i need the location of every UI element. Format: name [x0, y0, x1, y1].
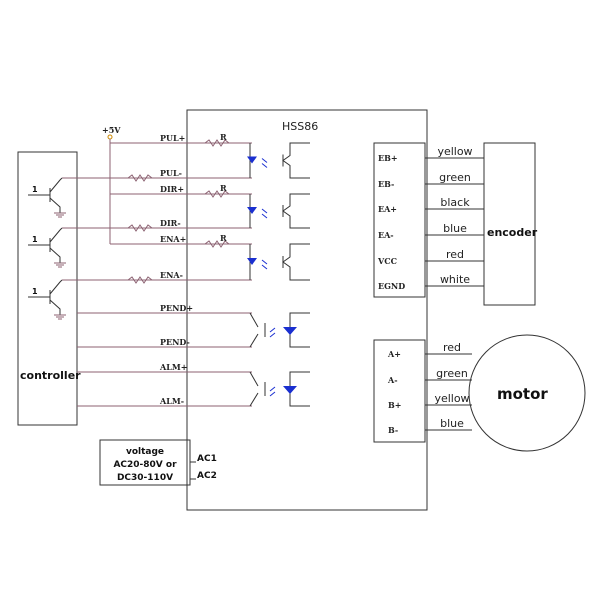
led-icon [283, 386, 297, 394]
encoder-pin-label: EA+ [378, 204, 397, 214]
supply-terminal [107, 134, 113, 140]
motor-wire-color: yellow [434, 392, 469, 405]
driver-title: HSS86 [282, 120, 318, 133]
signal-lines: PUL+ R PUL- DIR+ R DIR- ENA+ R ENA- PEND+ PEND- ALM… [62, 132, 252, 407]
terminal-ac2: AC2 [197, 471, 217, 481]
phototransistor-icon [282, 193, 310, 229]
motor-pin-label: B+ [388, 400, 401, 410]
motor-wire-color: red [443, 341, 461, 354]
motor-terminal-block [373, 339, 426, 443]
optocouplers [247, 142, 310, 407]
resistor-icon [127, 276, 153, 284]
encoder-wire-color: green [439, 171, 471, 184]
input-mark: 1 [32, 235, 38, 244]
resistor-icon [204, 139, 230, 147]
phototransistor-icon [249, 312, 266, 348]
encoder-wire-color: yellow [437, 145, 472, 158]
led-icon [247, 207, 257, 214]
signal-label: DIR- [160, 218, 181, 228]
motor-label: motor [497, 385, 548, 403]
signal-label: PEND- [160, 337, 190, 347]
resistor-label: R [220, 132, 227, 142]
encoder-terminal-block [373, 142, 426, 298]
ground-icon [54, 212, 66, 218]
motor-pin-label: A- [387, 375, 398, 385]
signal-label: PUL+ [160, 133, 185, 143]
motor-wire-color: green [436, 367, 468, 380]
input-mark: 1 [32, 185, 38, 194]
encoder-wire-color: white [440, 273, 470, 286]
phototransistor-icon [282, 142, 310, 179]
driver-box [186, 109, 428, 511]
signal-label: ALM- [159, 396, 184, 406]
phototransistor-icon [282, 243, 310, 281]
motor-circle [468, 334, 586, 452]
encoder-label: encoder [487, 226, 538, 239]
signal-label: PUL- [160, 168, 182, 178]
resistor-icon [127, 174, 153, 182]
ground-icon [54, 314, 66, 320]
signal-label: DIR+ [160, 184, 184, 194]
encoder-wire-color: red [446, 248, 464, 261]
controller-label: controller [20, 369, 81, 382]
controller-transistors: 1 1 1 [28, 177, 66, 320]
encoder-box [483, 142, 536, 306]
motor-pin-label: B- [388, 425, 398, 435]
resistor-label: R [220, 233, 227, 243]
resistor-label: R [220, 183, 227, 193]
encoder-wire-color: blue [443, 222, 467, 235]
encoder-wire-color: black [440, 196, 470, 209]
terminal-ac1: AC1 [197, 454, 217, 464]
phototransistor-icon [249, 371, 266, 407]
motor-pin-label: A+ [387, 349, 401, 359]
signal-label: ALM+ [159, 362, 187, 372]
encoder-pin-label: EA- [378, 230, 394, 240]
encoder-pin-label: EB- [378, 179, 394, 189]
motor-wire-color: blue [440, 417, 464, 430]
supply-label: +5V [102, 125, 121, 135]
resistor-icon [204, 240, 230, 248]
ground-icon [54, 262, 66, 268]
encoder-pin-label: EGND [378, 281, 405, 291]
signal-label: PEND+ [160, 303, 193, 313]
resistor-icon [127, 224, 153, 232]
led-icon [247, 156, 257, 164]
resistor-icon [204, 190, 230, 198]
power-line-2: AC20-80V or [113, 460, 177, 470]
input-mark: 1 [32, 287, 38, 296]
signal-label: ENA- [160, 270, 183, 280]
power-line-3: DC30-110V [117, 473, 173, 483]
led-icon [283, 327, 297, 335]
signal-label: ENA+ [160, 234, 186, 244]
controller-box [17, 151, 78, 426]
power-line-1: voltage [126, 447, 164, 457]
led-icon [247, 258, 257, 265]
encoder-pin-label: VCC [377, 256, 397, 266]
encoder-pin-label: EB+ [378, 153, 398, 163]
